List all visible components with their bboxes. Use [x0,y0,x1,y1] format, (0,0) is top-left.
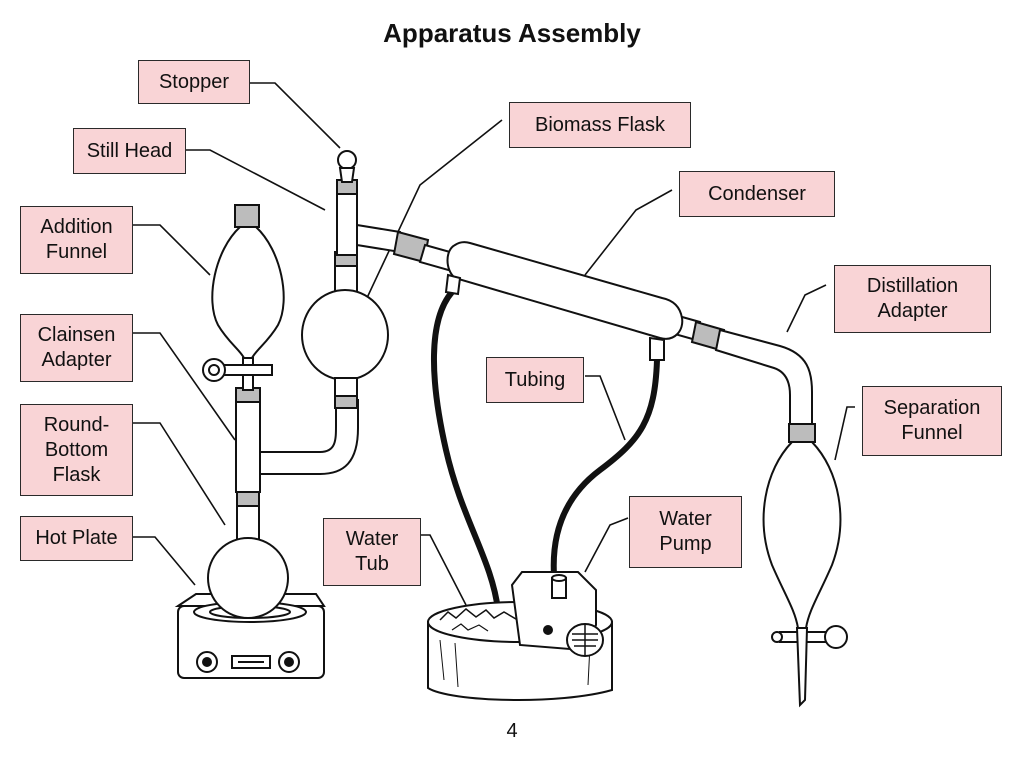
leader-distillation-adapter [786,284,827,333]
stopper-body [338,167,356,183]
tubing-right [550,357,660,578]
water-pump [510,571,604,657]
tubing-left [430,289,501,613]
still-head-side-arm [356,223,401,254]
leader-water-pump [584,517,629,573]
condenser [392,230,726,361]
water-pump-screw [543,625,553,635]
leader-lines [133,82,855,606]
addition-funnel-stopcock-knob-inner [208,364,220,376]
distillation-adapter [714,328,813,426]
label-water-pump: Water Pump [629,496,742,568]
separation-funnel [762,423,848,708]
label-stopper: Stopper [138,60,250,104]
clainsen-left-arm [235,399,261,493]
leader-tubing [585,375,626,441]
label-separation-funnel: Separation Funnel [862,386,1002,456]
leader-still-head [186,149,326,211]
leader-hot-plate [133,536,196,586]
separation-funnel-stopcock-knob [824,625,848,649]
clainsen-adapter [235,387,359,493]
label-still-head: Still Head [73,128,186,174]
separation-funnel-stopcock-knob-left [771,631,783,643]
distillation-adapter-body [714,328,813,426]
leader-round-bottom-flask [133,422,226,526]
biomass-flask [301,251,389,409]
water-tub-ice-2 [451,623,489,632]
biomass-flask-lower-joint [334,395,358,409]
water-pump-intake-grill [572,625,598,655]
leader-biomass-flask [365,119,503,301]
label-hot-plate: Hot Plate [20,516,133,561]
leader-separation-funnel [834,406,855,461]
label-addition-funnel: Addition Funnel [20,206,133,274]
stopper-knob [337,150,357,170]
page-title: Apparatus Assembly [383,18,641,48]
biomass-flask-bulb [301,289,389,381]
leader-condenser [584,189,673,276]
label-distillation-adapter: Distillation Adapter [834,265,991,333]
label-round-bottom-flask: Round- Bottom Flask [20,404,133,496]
still-head-vertical [336,189,358,256]
addition-funnel [202,204,285,391]
condenser-port-top [444,273,462,296]
separation-funnel-joint [788,423,816,443]
separation-funnel-bulb [762,441,842,629]
addition-funnel-stopcock [221,364,273,376]
stopper [337,150,357,183]
condenser-jacket [446,241,684,340]
addition-funnel-bulb [211,226,285,359]
condenser-port-bottom [649,336,665,361]
rbf-bulb [207,537,289,619]
label-biomass-flask: Biomass Flask [509,102,691,148]
label-water-tub: Water Tub [323,518,421,586]
hot-plate-knob-left-inner [202,657,212,667]
addition-funnel-top [234,204,260,228]
label-tubing: Tubing [486,357,584,403]
round-bottom-flask [207,489,289,619]
leader-clainsen-adapter [133,332,236,441]
label-clainsen-adapter: Clainsen Adapter [20,314,133,382]
still-head [336,179,401,256]
clainsen-right-arm [259,399,359,475]
leader-stopper [250,82,341,149]
water-pump-outlet-top [551,574,567,582]
hot-plate-knob-right-inner [284,657,294,667]
separation-funnel-stem [795,627,809,708]
leader-addition-funnel [133,224,211,276]
label-condenser: Condenser [679,171,835,217]
page-number: 4 [506,720,518,742]
tubing [430,289,660,613]
